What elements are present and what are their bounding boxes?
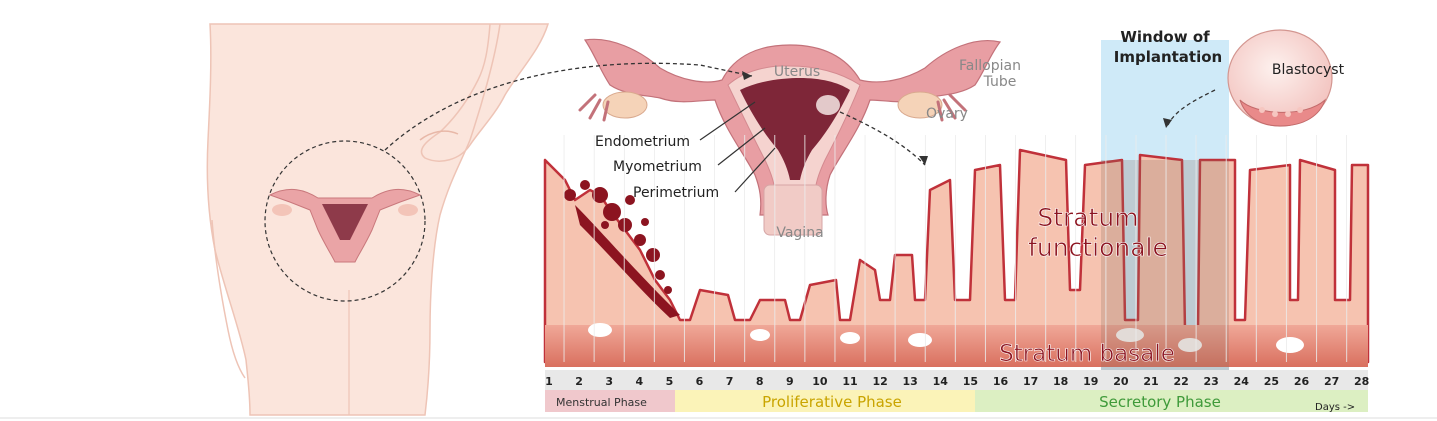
endometrium-label: Endometrium <box>595 134 690 150</box>
day-number-13: 13 <box>903 375 918 388</box>
day-number-27: 27 <box>1324 375 1339 388</box>
day-number-9: 9 <box>786 375 794 388</box>
day-number-19: 19 <box>1083 375 1098 388</box>
ovary-label: Ovary <box>926 106 968 122</box>
days-arrow-label: Days -> <box>1315 402 1355 413</box>
day-grid <box>563 135 1348 362</box>
stratum-functionale-label-line2: functionale <box>1028 233 1168 262</box>
day-number-26: 26 <box>1294 375 1310 388</box>
window-label-line2: Implantation <box>1114 48 1222 66</box>
menstrual-phase-label: Menstrual Phase <box>556 396 647 409</box>
endometrium-strip <box>543 148 1370 370</box>
small-uterus <box>264 140 426 302</box>
day-number-4: 4 <box>635 375 643 388</box>
leader-lines <box>699 101 776 193</box>
blastocyst-icon <box>1227 29 1333 127</box>
day-number-17: 17 <box>1023 375 1038 388</box>
fallopian-tube-label-line1: Fallopian <box>959 58 1021 74</box>
blastocyst-label: Blastocyst <box>1272 62 1345 78</box>
day-number-3: 3 <box>605 375 613 388</box>
day-number-14: 14 <box>933 375 949 388</box>
day-number-16: 16 <box>993 375 1009 388</box>
myometrium-label: Myometrium <box>613 159 702 175</box>
day-number-1: 1 <box>545 375 553 388</box>
dashed-arrows <box>384 62 1216 166</box>
day-number-7: 7 <box>726 375 734 388</box>
day-number-28: 28 <box>1354 375 1369 388</box>
day-number-11: 11 <box>842 375 857 388</box>
day-number-2: 2 <box>575 375 583 388</box>
day-number-18: 18 <box>1053 375 1068 388</box>
day-number-15: 15 <box>963 375 978 388</box>
secretory-phase-label: Secretory Phase <box>1099 393 1221 411</box>
fallopian-tube-label-line2: Tube <box>983 74 1017 90</box>
stratum-functionale-label-line1: Stratum <box>1037 203 1138 232</box>
day-number-10: 10 <box>812 375 828 388</box>
menstrual-phase-band <box>545 390 675 412</box>
uterus-label: Uterus <box>774 64 820 80</box>
day-number-20: 20 <box>1113 375 1129 388</box>
day-number-5: 5 <box>666 375 674 388</box>
perimetrium-label: Perimetrium <box>633 185 719 201</box>
day-number-24: 24 <box>1234 375 1250 388</box>
proliferative-phase-band <box>675 390 975 412</box>
day-scale-strip <box>545 370 1368 390</box>
window-label-line1: Window of <box>1120 28 1210 46</box>
day-number-22: 22 <box>1173 375 1188 388</box>
phase-bands <box>545 390 1368 412</box>
day-number-6: 6 <box>696 375 704 388</box>
secretory-phase-band <box>975 390 1368 412</box>
day-number-12: 12 <box>872 375 887 388</box>
arrow-heads <box>742 71 1172 165</box>
body-silhouette <box>206 23 550 416</box>
vagina-label: Vagina <box>776 225 823 241</box>
large-uterus <box>578 38 1002 236</box>
stratum-basale-label: Stratum basale <box>999 341 1175 367</box>
day-number-21: 21 <box>1143 375 1158 388</box>
day-number-25: 25 <box>1264 375 1279 388</box>
day-number-23: 23 <box>1204 375 1219 388</box>
day-number-8: 8 <box>756 375 764 388</box>
proliferative-phase-label: Proliferative Phase <box>762 393 902 411</box>
